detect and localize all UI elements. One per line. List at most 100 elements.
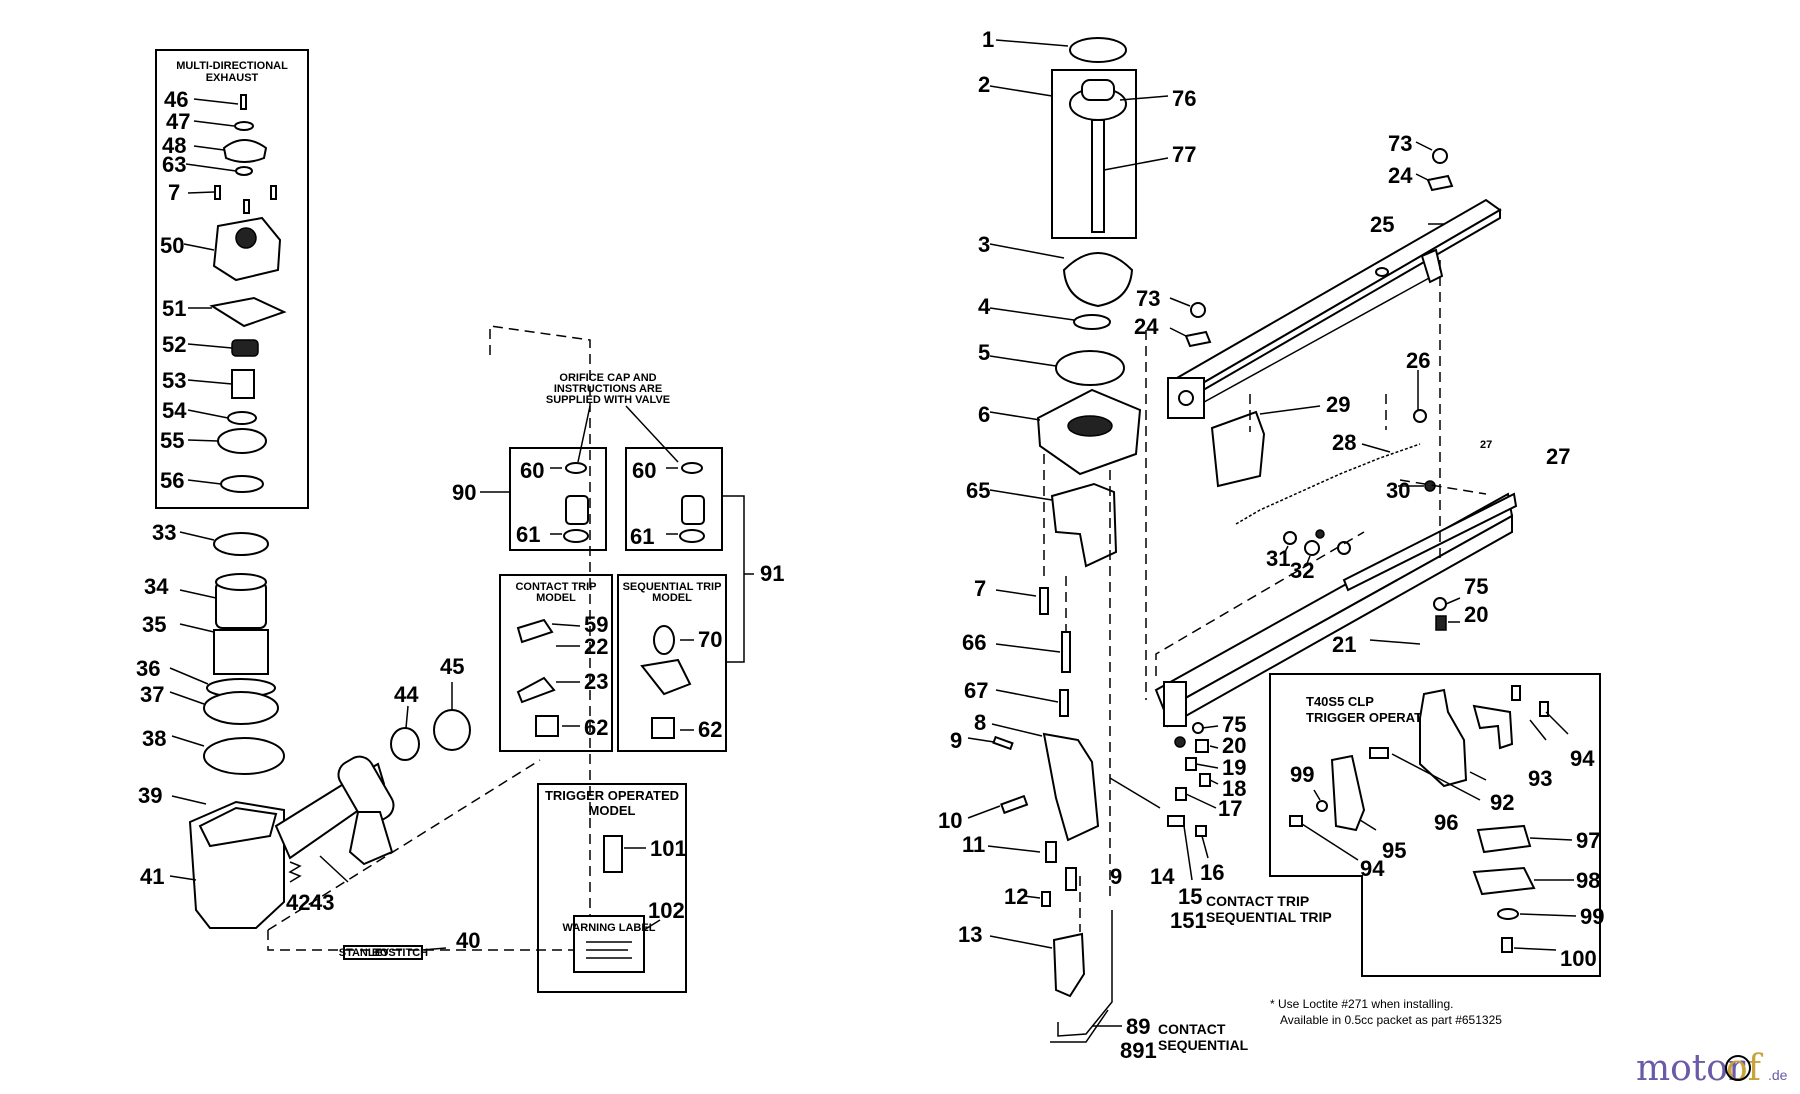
callout-7: 7 [168,180,180,205]
screw-96 [1369,747,1389,759]
callout-28: 28 [1332,430,1356,455]
callout-17: 17 [1218,796,1242,821]
magazine-end [1163,681,1187,727]
screw-100 [1501,937,1513,953]
exhaust-box [155,49,309,509]
watermark-circle [1725,1055,1751,1081]
caption-sequential-trip: SEQUENTIAL TRIP [1206,909,1332,925]
callout-31: 31 [1266,546,1290,571]
callout-6: 6 [978,402,990,427]
spring-11 [1045,841,1057,863]
callout-13: 13 [958,922,982,947]
callout-53: 53 [162,368,186,393]
callout-98: 98 [1576,868,1600,893]
screw-19 [1185,757,1197,771]
callout-38: 38 [142,726,166,751]
callout-99a: 99 [1290,762,1314,787]
washer-99b [1497,908,1519,920]
washer-4 [1073,314,1111,330]
callout-65: 65 [966,478,990,503]
callout-27: 27 [1546,444,1570,469]
trigger-model-title-2: MODEL [589,803,636,818]
callout-21: 21 [1332,632,1356,657]
callout-39: 39 [138,783,162,808]
block-95 [1330,754,1366,832]
exhaust-group: MULTI-DIRECTIONAL EXHAUST 46 47 48 [155,49,309,509]
callout-93: 93 [1528,766,1552,791]
contact-trip-title-1: CONTACT TRIP [515,581,596,593]
callout-45: 45 [440,654,464,679]
oring-54 [227,411,257,425]
contact-arm-89 [1057,910,1113,1037]
trip-8 [1042,732,1100,842]
clp-title-1: T40S5 CLP [1306,694,1374,709]
callout-9a: 9 [950,728,962,753]
nut-52 [231,339,259,357]
nut-73a [1432,148,1448,164]
callout-60a: 60 [520,458,544,483]
callout-891: 891 [1120,1038,1157,1063]
callout-22: 22 [584,634,608,659]
oring-1 [1069,37,1127,63]
spring-11b [1065,867,1077,891]
screw-7b [243,199,250,214]
screw-94b [1539,701,1549,717]
spring-53 [231,369,255,399]
sequential-arm-891 [1050,1009,1109,1043]
callout-52: 52 [162,332,186,357]
housing-port [235,227,257,249]
callout-76: 76 [1172,86,1196,111]
screw-7a [214,185,221,200]
driver-group: 1 2 76 77 3 4 5 6 65 7 66 67 8 9 10 11 1… [938,27,1249,1063]
callout-100: 100 [1560,946,1597,971]
callout-60b: 60 [632,458,656,483]
screw-94c [1289,815,1303,827]
loctite-note-2: Available in 0.5cc packet as part #65132… [1280,1013,1502,1027]
sequential-trip-title-1: SEQUENTIAL TRIP [623,581,722,593]
trigger-92 [1419,688,1468,788]
screw-7 [1039,587,1049,615]
callout-50: 50 [160,233,184,258]
callout-32: 32 [1290,558,1314,583]
callout-61a: 61 [516,522,540,547]
callout-99b: 99 [1580,904,1604,929]
spring-12 [1041,891,1051,907]
exhaust-title-1: MULTI-DIRECTIONAL [176,60,288,72]
sleeve-35 [213,629,269,675]
trigger-model-title-1: TRIGGER OPERATED [545,788,679,803]
plate-97 [1476,824,1532,854]
watermark: motor of .de [1636,1048,1788,1089]
watermark-of: of [1726,1048,1764,1089]
callout-36: 36 [136,656,160,681]
caption-contact: CONTACT [1158,1021,1226,1037]
oring-5 [1055,350,1125,386]
callout-62b: 62 [698,717,722,742]
callout-70: 70 [698,627,722,652]
callout-73b: 73 [1136,286,1160,311]
orifice-note-2: INSTRUCTIONS ARE [554,383,662,395]
screw-31 [1283,531,1297,545]
spring-42 [288,861,302,883]
loctite-note-1: * Use Loctite #271 when installing. [1270,997,1453,1011]
trigger-15 [1167,815,1185,827]
caption-sequential: SEQUENTIAL [1158,1037,1249,1053]
callout-12: 12 [1004,884,1028,909]
callout-14: 14 [1150,864,1175,889]
callout-7b: 7 [974,576,986,601]
warning-label-text: WARNING LABEL [563,922,656,934]
valve-box-right [625,447,723,551]
callout-46: 46 [164,87,188,112]
callout-151: 151 [1170,908,1207,933]
callout-43: 43 [310,890,334,915]
screw-17 [1175,787,1187,801]
oring-37 [203,691,279,725]
washer-99a [1316,800,1328,812]
callout-101: 101 [650,836,687,861]
callout-54: 54 [162,398,187,423]
callout-20a: 20 [1464,602,1488,627]
callout-75a: 75 [1464,574,1488,599]
pin-9 [992,735,1014,751]
exhaust-title-2: EXHAUST [206,72,259,84]
contact-trip-box [499,574,613,752]
